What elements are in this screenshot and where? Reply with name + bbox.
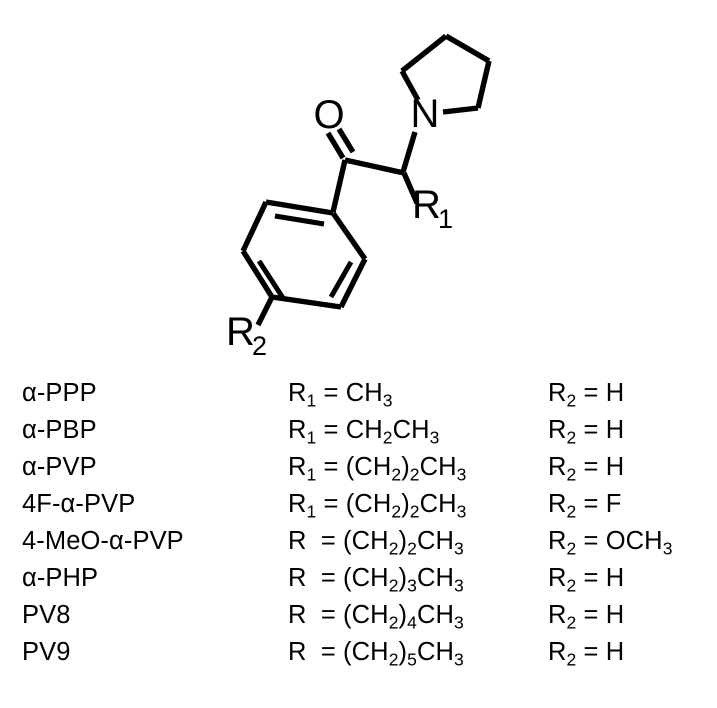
r2-value: R2 = F [548, 490, 622, 522]
r2-letter: R [226, 310, 255, 354]
subscript: 2 [382, 427, 393, 448]
bond-aryl-inner-c1-c2 [274, 213, 325, 227]
table-row: α-PVP R1 = (CH2)2CH3 R2 = H [0, 449, 717, 486]
r1-subscript: 1 [438, 204, 453, 234]
subscript: 2 [566, 501, 577, 522]
subscript: 2 [388, 538, 399, 559]
bond-c2-n [442, 105, 479, 115]
subscript: 4 [407, 612, 417, 633]
subscript: 1 [306, 427, 317, 448]
subscript: 2 [391, 464, 402, 485]
bond-aryl-inner-c5-c6 [328, 260, 354, 299]
nitrogen-atom-label: N [411, 92, 440, 136]
bond-aryl-inner-c3-c4 [256, 259, 286, 300]
subscript: 2 [566, 612, 577, 633]
r2-value: R2 = H [548, 564, 625, 596]
subscript: 2 [566, 464, 577, 485]
compound-name: α-PBP [22, 416, 97, 444]
subscript: 3 [456, 501, 467, 522]
subscript: 3 [454, 649, 464, 670]
r2-value: R2 = H [548, 601, 625, 633]
compound-name: 4F-α-PVP [22, 490, 136, 518]
compound-name: α-PPP [22, 379, 97, 407]
subscript: 5 [407, 649, 417, 670]
r1-value: R = (CH2)5CH3 [288, 638, 464, 670]
bond-c3-c2 [475, 60, 492, 109]
bond-carbonyl-oxygen-b [336, 127, 356, 154]
r2-subscript: 2 [252, 331, 267, 361]
r1-value: R = (CH2)2CH3 [288, 527, 464, 559]
table-row: 4-MeO-α-PVP R = (CH2)2CH3 R2 = OCH3 [0, 523, 717, 560]
table-row: α-PBP R1 = CH2CH3 R2 = H [0, 412, 717, 449]
r2-value: R2 = H [548, 416, 625, 448]
bond-aryl-c1-c2 [265, 199, 334, 216]
subscript: 3 [407, 575, 417, 596]
r1-value: R1 = (CH2)2CH3 [288, 453, 467, 485]
table-row: α-PHP R = (CH2)3CH3 R2 = H [0, 560, 717, 597]
r1-value: R = (CH2)4CH3 [288, 601, 464, 633]
subscript: 2 [566, 538, 577, 559]
subscript: 2 [409, 501, 420, 522]
subscript: 2 [566, 427, 577, 448]
subscript: 3 [454, 538, 464, 559]
table-row: 4F-α-PVP R1 = (CH2)2CH3 R2 = F [0, 486, 717, 523]
benzene-ring [240, 199, 368, 310]
subscript: 2 [388, 575, 399, 596]
r2-value: R2 = H [548, 638, 625, 670]
r1-value: R1 = (CH2)2CH3 [288, 490, 467, 522]
compound-name: PV8 [22, 601, 71, 629]
r1-substituent-label: R 1 [412, 183, 453, 234]
r1-value: R = (CH2)3CH3 [288, 564, 464, 596]
bond-aryl-c5-c6 [338, 257, 368, 309]
subscript: 1 [306, 390, 317, 411]
r2-substituent-label: R 2 [226, 310, 267, 361]
subscript: 3 [456, 464, 467, 485]
subscript: 2 [566, 390, 577, 411]
compound-name: α-PVP [22, 453, 97, 481]
molecular-structure-diagram: N O R 1 [226, 33, 492, 361]
subscript: 2 [388, 612, 399, 633]
table-row: PV8 R = (CH2)4CH3 R2 = H [0, 597, 717, 634]
bond-aryl-c3-c4 [240, 249, 275, 299]
bond-c4-c3 [444, 33, 491, 64]
bond-n-c5 [399, 69, 421, 102]
pyrrolidine-ring [399, 33, 492, 115]
bond-aryl-c6-c1 [330, 211, 368, 261]
subscript: 2 [409, 464, 420, 485]
bond-alpha-r1 [401, 171, 420, 205]
subscript: 2 [566, 575, 577, 596]
r1-value: R1 = CH3 [288, 379, 393, 411]
substituent-table: α-PPP R1 = CH3 R2 = H α-PBP R1 = CH2CH3 R2 = … [0, 375, 717, 708]
subscript: 3 [662, 538, 673, 559]
table-row: PV9 R = (CH2)5CH3 R2 = H [0, 634, 717, 671]
bond-c5-c4 [400, 33, 448, 74]
bond-alpha-carbonyl [344, 157, 405, 176]
subscript: 3 [382, 390, 393, 411]
bond-aryl-c2-c3 [240, 200, 269, 253]
subscript: 2 [388, 649, 399, 670]
subscript: 2 [407, 538, 417, 559]
subscript: 3 [454, 575, 464, 596]
subscript: 1 [306, 501, 317, 522]
bond-aryl-r2 [255, 295, 275, 327]
subscript: 1 [306, 464, 317, 485]
compound-name: PV9 [22, 638, 71, 666]
subscript: 2 [566, 649, 577, 670]
compound-name: 4-MeO-α-PVP [22, 527, 184, 555]
bond-carbonyl-oxygen-a [325, 131, 346, 160]
r1-value: R1 = CH2CH3 [288, 416, 440, 448]
r1-letter: R [412, 183, 441, 227]
subscript: 2 [391, 501, 402, 522]
bond-n-alpha-carbon [400, 131, 418, 173]
bond-carbonyl-phenyl [330, 159, 348, 213]
table-row: α-PPP R1 = CH3 R2 = H [0, 375, 717, 412]
r2-value: R2 = H [548, 379, 625, 411]
subscript: 3 [454, 612, 464, 633]
r2-value: R2 = OCH3 [548, 527, 673, 559]
subscript: 3 [429, 427, 440, 448]
oxygen-atom-label: O [313, 93, 344, 137]
bond-aryl-c4-c5 [271, 294, 342, 310]
compound-name: α-PHP [22, 564, 99, 592]
r2-value: R2 = H [548, 453, 625, 485]
